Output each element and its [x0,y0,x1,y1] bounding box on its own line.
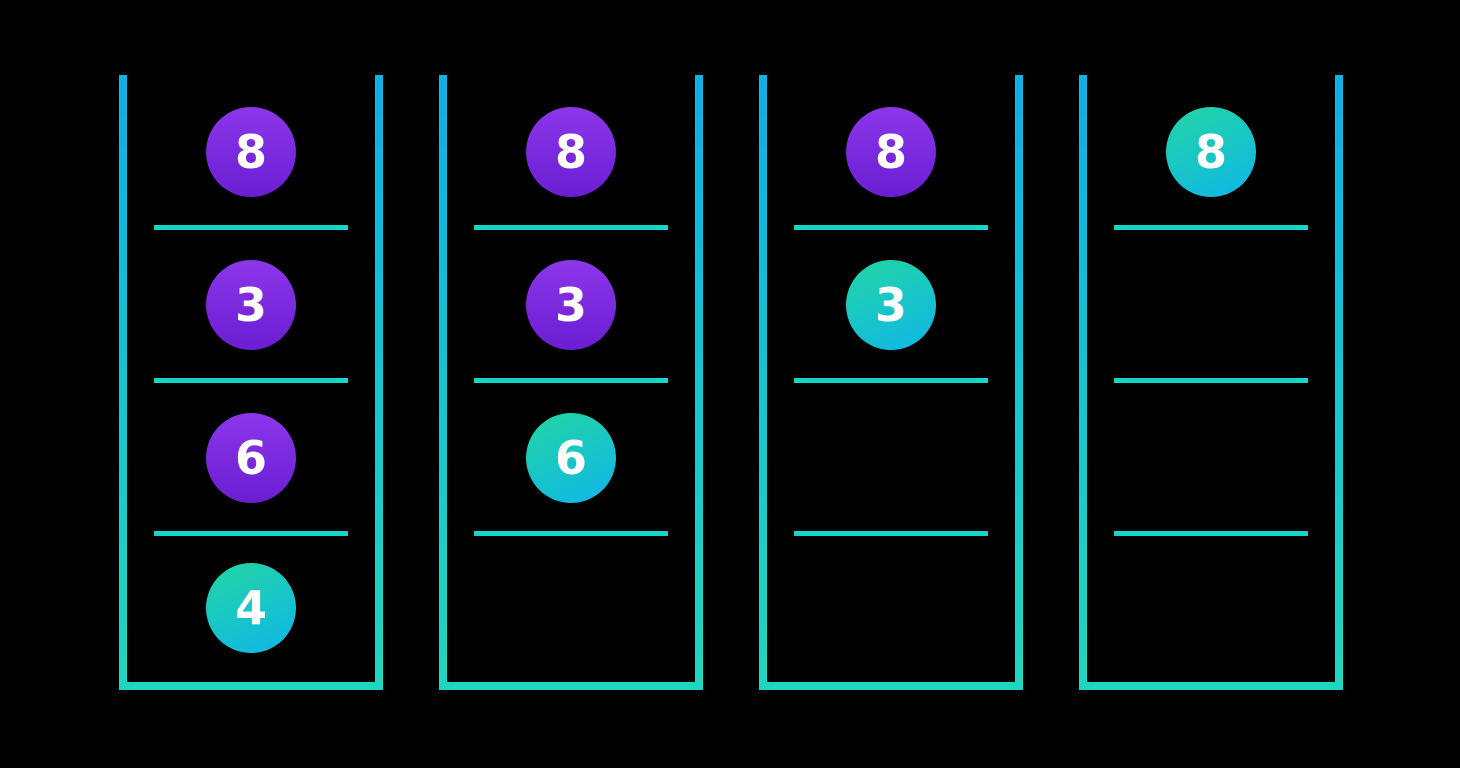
slot-divider [474,225,668,230]
queue-item-circle: 3 [846,259,936,350]
queue-slot: 3 [127,228,375,383]
queue-right-wall [1015,75,1023,690]
queue-slot: 6 [447,381,695,536]
queue-item-circle: 3 [206,259,296,350]
queue-slot [1087,228,1335,383]
slot-divider [154,378,348,383]
queue-left-wall [439,75,447,690]
queue-item-circle: 6 [206,412,296,503]
queue-slot [1087,381,1335,536]
queue-slot: 3 [767,228,1015,383]
queue-right-wall [1335,75,1343,690]
slot-divider [1114,531,1308,536]
queue-state-2: 8 3 6 [439,75,703,690]
queue-slots: 8 3 [767,75,1015,682]
queue-slot: 8 [127,75,375,230]
slot-divider [794,225,988,230]
queue-left-wall [759,75,767,690]
queue-base [439,682,703,690]
slot-divider [794,378,988,383]
queue-item-circle: 8 [206,106,296,197]
queue-item-circle: 6 [526,412,616,503]
queue-item-circle: 8 [526,106,616,197]
queue-base [119,682,383,690]
queue-slot: 3 [447,228,695,383]
queue-item-circle: 8 [1166,106,1256,197]
queue-left-wall [119,75,127,690]
queue-right-wall [375,75,383,690]
slot-divider [1114,225,1308,230]
queue-item-circle: 8 [846,106,936,197]
slot-divider [154,531,348,536]
queue-item-circle: 3 [526,259,616,350]
queue-base [1079,682,1343,690]
slot-divider [154,225,348,230]
slot-divider [1114,378,1308,383]
queue-slot [767,381,1015,536]
queue-slots: 8 [1087,75,1335,682]
queue-slot: 8 [1087,75,1335,230]
queue-state-3: 8 3 [759,75,1023,690]
queue-slot: 6 [127,381,375,536]
queue-item-circle: 4 [206,563,296,653]
queue-slot [1087,534,1335,682]
queue-slot: 8 [447,75,695,230]
queue-slot [447,534,695,682]
slot-divider [474,378,668,383]
slot-divider [794,531,988,536]
queue-slot: 4 [127,534,375,682]
queue-base [759,682,1023,690]
slot-divider [474,531,668,536]
queue-slots: 8 3 6 [447,75,695,682]
queue-state-4: 8 [1079,75,1343,690]
queue-state-1: 8 3 6 4 [119,75,383,690]
queue-left-wall [1079,75,1087,690]
queue-slot: 8 [767,75,1015,230]
queue-slot [767,534,1015,682]
queue-slots: 8 3 6 4 [127,75,375,682]
queue-right-wall [695,75,703,690]
